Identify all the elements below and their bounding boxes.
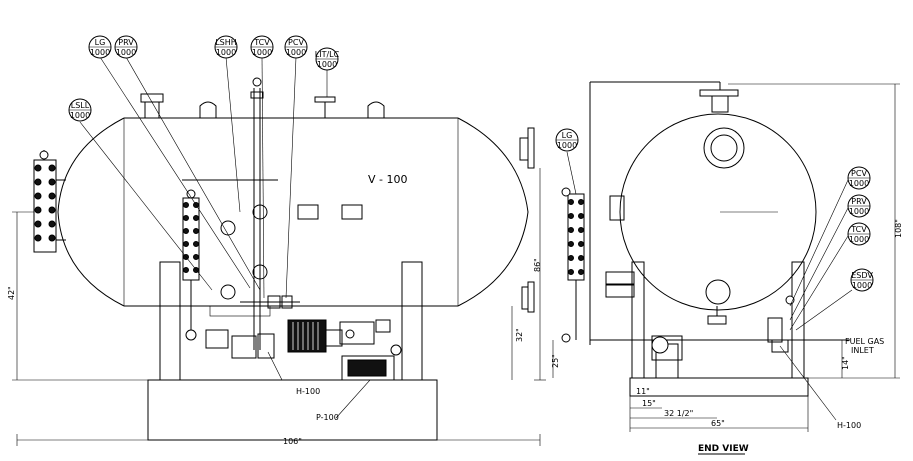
tag-name: PRV bbox=[851, 197, 867, 206]
dim-side-height-right: 86" bbox=[533, 258, 542, 272]
instrument-tag: PCV 1000 bbox=[284, 35, 308, 59]
tag-number: 1000 bbox=[849, 207, 869, 216]
instrument-tag: LG 1000 bbox=[555, 128, 579, 152]
tag-number: 1000 bbox=[852, 281, 872, 290]
instrument-tag: PRV 1000 bbox=[847, 194, 871, 218]
tag-number: 1000 bbox=[70, 111, 90, 120]
tag-name: LG bbox=[95, 38, 106, 47]
fuel-gas-label: FUEL GAS bbox=[845, 337, 884, 346]
tag-name: ESDV bbox=[851, 271, 873, 280]
tag-number: 1000 bbox=[317, 60, 337, 69]
end-view-title: END VIEW bbox=[698, 444, 749, 454]
tag-number: 1000 bbox=[90, 48, 110, 57]
dim-side-length: 106" bbox=[283, 437, 302, 446]
dim-side-height-left: 42" bbox=[7, 286, 16, 300]
instrument-tag: LSHH 1000 bbox=[214, 35, 238, 59]
tag-name: PRV bbox=[118, 38, 134, 47]
instrument-tag: TCV 1000 bbox=[250, 35, 274, 59]
tag-number: 1000 bbox=[216, 48, 236, 57]
dim-end-width: 65" bbox=[711, 419, 725, 428]
tag-name: LIT/LC bbox=[315, 50, 340, 59]
tag-number: 1000 bbox=[252, 48, 272, 57]
instrument-tag: LG 1000 bbox=[88, 35, 112, 59]
instrument-tag: LSLL 1000 bbox=[68, 98, 92, 122]
dim-saddle-height: 32" bbox=[515, 328, 524, 342]
tag-name: LG bbox=[562, 131, 573, 140]
tag-number: 1000 bbox=[557, 141, 577, 150]
instrument-tag: PRV 1000 bbox=[114, 35, 138, 59]
dim-end-offset-2: 15" bbox=[642, 399, 656, 408]
tag-name: LSHH bbox=[215, 38, 237, 47]
tag-number: 1000 bbox=[286, 48, 306, 57]
vessel-label: V - 100 bbox=[368, 173, 407, 186]
side-view: V - 100 bbox=[7, 56, 546, 446]
tag-number: 1000 bbox=[849, 235, 869, 244]
tag-name: PCV bbox=[851, 169, 867, 178]
dim-end-height-base: 25" bbox=[551, 354, 560, 368]
tag-number: 1000 bbox=[116, 48, 136, 57]
dim-end-height-total: 108" bbox=[894, 219, 903, 238]
instrument-tag: ESDV 1000 bbox=[850, 268, 874, 292]
instrument-tag: LIT/LC 1000 bbox=[315, 47, 340, 71]
pump-label: P-100 bbox=[316, 413, 339, 422]
tag-name: TCV bbox=[253, 38, 270, 47]
end-view: H-100 FUEL GAS INLET 108" 25" 14" 65" 11… bbox=[551, 81, 903, 455]
tag-name: TCV bbox=[850, 225, 867, 234]
dim-end-offset-1: 11" bbox=[636, 387, 650, 396]
heater-label-end: H-100 bbox=[837, 421, 861, 430]
instrument-tag: TCV 1000 bbox=[847, 222, 871, 246]
tag-name: PCV bbox=[288, 38, 304, 47]
tag-name: LSLL bbox=[71, 101, 90, 110]
heater-label: H-100 bbox=[296, 387, 320, 396]
tag-number: 1000 bbox=[849, 179, 869, 188]
fuel-gas-inlet-label: INLET bbox=[851, 346, 874, 355]
dim-end-offset-3: 32 1/2" bbox=[664, 409, 693, 418]
dim-end-height-inlet: 14" bbox=[841, 356, 850, 370]
instrument-tag: PCV 1000 bbox=[847, 166, 871, 190]
